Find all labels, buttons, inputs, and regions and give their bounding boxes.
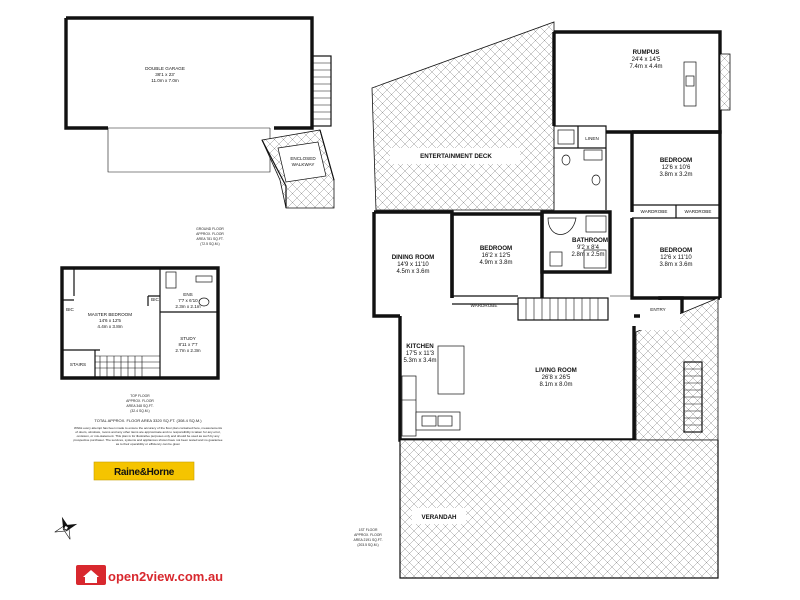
first-area-line3: AREA 2191 SQ.FT. <box>353 538 382 542</box>
bedroom-se-dim-imperial: 12'6 x 11'10 <box>660 255 692 261</box>
open2view-logo: open2view.com.au <box>76 565 223 585</box>
garage-label: DOUBLE GARAGE <box>145 66 185 71</box>
walkway-label-line1: ENCLOSED <box>290 156 316 161</box>
kitchen-dim-metric: 5.3m x 3.4m <box>403 358 436 364</box>
ens-vanity <box>195 275 213 283</box>
bathroom-dim-imperial: 9'2 x 8'4 <box>577 245 600 251</box>
dining-room-dim-imperial: 14'9 x 11'10 <box>397 262 429 268</box>
study-label: STUDY <box>180 336 196 341</box>
disclaimer-line: as to their operability or efficiency ca… <box>116 442 181 446</box>
entertainment-deck-hatch <box>371 21 555 211</box>
wardrobe-3-label: WARDROBE <box>471 303 498 308</box>
bathroom-label: BATHROOM <box>572 237 608 244</box>
first-area-line4: (203.5 SQ.M.) <box>357 543 378 547</box>
rumpus-dim-metric: 7.4m x 4.4m <box>629 64 662 70</box>
wardrobe-2-label: WARDROBE <box>685 209 712 214</box>
top-area-line3: AREA 348 SQ.FT. <box>126 404 153 408</box>
raine-horne-logo-text: Raine&Horne <box>114 467 175 478</box>
master-bedroom-label: MASTER BEDROOM <box>88 312 132 317</box>
kitchen-label: KITCHEN <box>406 343 434 350</box>
wardrobe-1-label: WARDROBE <box>641 209 668 214</box>
ground-area-line1: GROUND FLOOR <box>196 227 224 231</box>
top-area-line1: TOP FLOOR <box>130 394 150 398</box>
walkway-label-line2: WALKWAY <box>292 162 315 167</box>
open2view-logo-text: open2view.com.au <box>108 569 223 584</box>
disclaimer-line: prospective purchaser. The services, sys… <box>74 438 223 442</box>
ens-shower <box>165 271 177 289</box>
ens-dim-imperial: 7'7 x 6'10 <box>178 298 198 303</box>
bic-right-label: BIC <box>151 297 159 302</box>
ground-area-line2: APPROX. FLOOR <box>196 232 224 236</box>
garage-stairs <box>311 55 332 127</box>
top-area-line4: (32.4 SQ.M.) <box>130 409 149 413</box>
ens-label: ENS <box>183 292 192 297</box>
kitchen-island <box>437 345 465 395</box>
first-area-line1: 1ST FLOOR <box>359 528 378 532</box>
living-room-label: LIVING ROOM <box>535 367 577 374</box>
bedroom-ne-dim-metric: 3.8m x 3.2m <box>659 172 692 178</box>
garage-dim-imperial: 36'1 x 23' <box>155 72 175 77</box>
study-dim-imperial: 8'11 x 7'7 <box>178 342 197 347</box>
bedroom-se-dim-metric: 3.8m x 3.6m <box>659 262 692 268</box>
house-icon <box>83 570 99 583</box>
master-bedroom-dim-imperial: 14'6 x 12'5 <box>99 318 121 323</box>
kitchen-dim-imperial: 17'5 x 11'3 <box>406 351 435 357</box>
rumpus-dim-imperial: 24'4 x 14'5 <box>632 57 661 63</box>
ground-floor-plan: DOUBLE GARAGE 36'1 x 23' 11.0m x 7.0m EN… <box>64 16 335 246</box>
bedroom-mid-label: BEDROOM <box>480 245 512 252</box>
bathroom-dim-metric: 2.8m x 2.5m <box>571 252 604 258</box>
total-area: TOTAL APPROX. FLOOR AREA 3320 SQ.FT. (30… <box>94 418 202 423</box>
ground-area-line4: (72.5 SQ.M.) <box>200 242 219 246</box>
bedroom-se-label: BEDROOM <box>660 247 692 254</box>
bedroom-mid-dim-imperial: 16'2 x 12'5 <box>482 253 511 259</box>
entertainment-deck-label: ENTERTAINMENT DECK <box>420 153 492 160</box>
dining-room-label: DINING ROOM <box>392 254 435 261</box>
bathroom-spa-bath <box>547 217 577 235</box>
disclaimer-line: Whilst every attempt has been made to en… <box>74 426 223 430</box>
verandah-label: VERANDAH <box>421 514 457 521</box>
ens-dim-metric: 2.3m x 2.1m <box>175 304 200 309</box>
first-floor-plan: RUMPUS 24'4 x 14'5 7.4m x 4.4m ENTERTAIN… <box>353 21 731 579</box>
top-floor-stairs <box>95 355 160 378</box>
stairs-label: STAIRS <box>70 362 86 367</box>
north-arrow-icon <box>54 516 78 540</box>
study-dim-metric: 2.7m x 2.3m <box>175 348 200 353</box>
disclaimer-line: omission, or mis-statement. This plan is… <box>77 434 220 438</box>
bedroom-ne-dim-imperial: 12'6 x 10'6 <box>662 165 691 171</box>
living-room-dim-metric: 8.1m x 8.0m <box>539 382 572 388</box>
ens-toilet <box>198 297 210 307</box>
disclaimer: Whilst every attempt has been made to en… <box>74 426 223 446</box>
ground-area-line3: AREA 781 SQ.FT. <box>196 237 223 241</box>
raine-horne-logo: Raine&Horne <box>93 461 195 481</box>
top-floor-plan: ENS 7'7 x 6'10 2.3m x 2.1m MASTER BEDROO… <box>60 266 220 413</box>
rumpus-label: RUMPUS <box>633 49 660 56</box>
living-room-dim-imperial: 26'8 x 26'5 <box>542 375 571 381</box>
first-area-line2: APPROX. FLOOR <box>354 533 382 537</box>
bedroom-mid-dim-metric: 4.9m x 3.8m <box>479 260 512 266</box>
garage-dim-metric: 11.0m x 7.0m <box>151 78 179 83</box>
linen-label: LINEN <box>585 136 599 141</box>
master-bedroom-dim-metric: 4.4m x 3.8m <box>97 324 122 329</box>
entry-stairs <box>683 361 703 433</box>
disclaimer-line: of doors, windows, rooms and any other i… <box>75 430 220 434</box>
entry-label: ENTRY <box>650 307 666 312</box>
bic-left-label: BIC <box>66 307 74 312</box>
internal-stairs <box>517 297 609 321</box>
dining-room-dim-metric: 4.5m x 3.6m <box>396 269 429 275</box>
bedroom-ne-label: BEDROOM <box>660 157 692 164</box>
top-area-line2: APPROX. FLOOR <box>126 399 154 403</box>
